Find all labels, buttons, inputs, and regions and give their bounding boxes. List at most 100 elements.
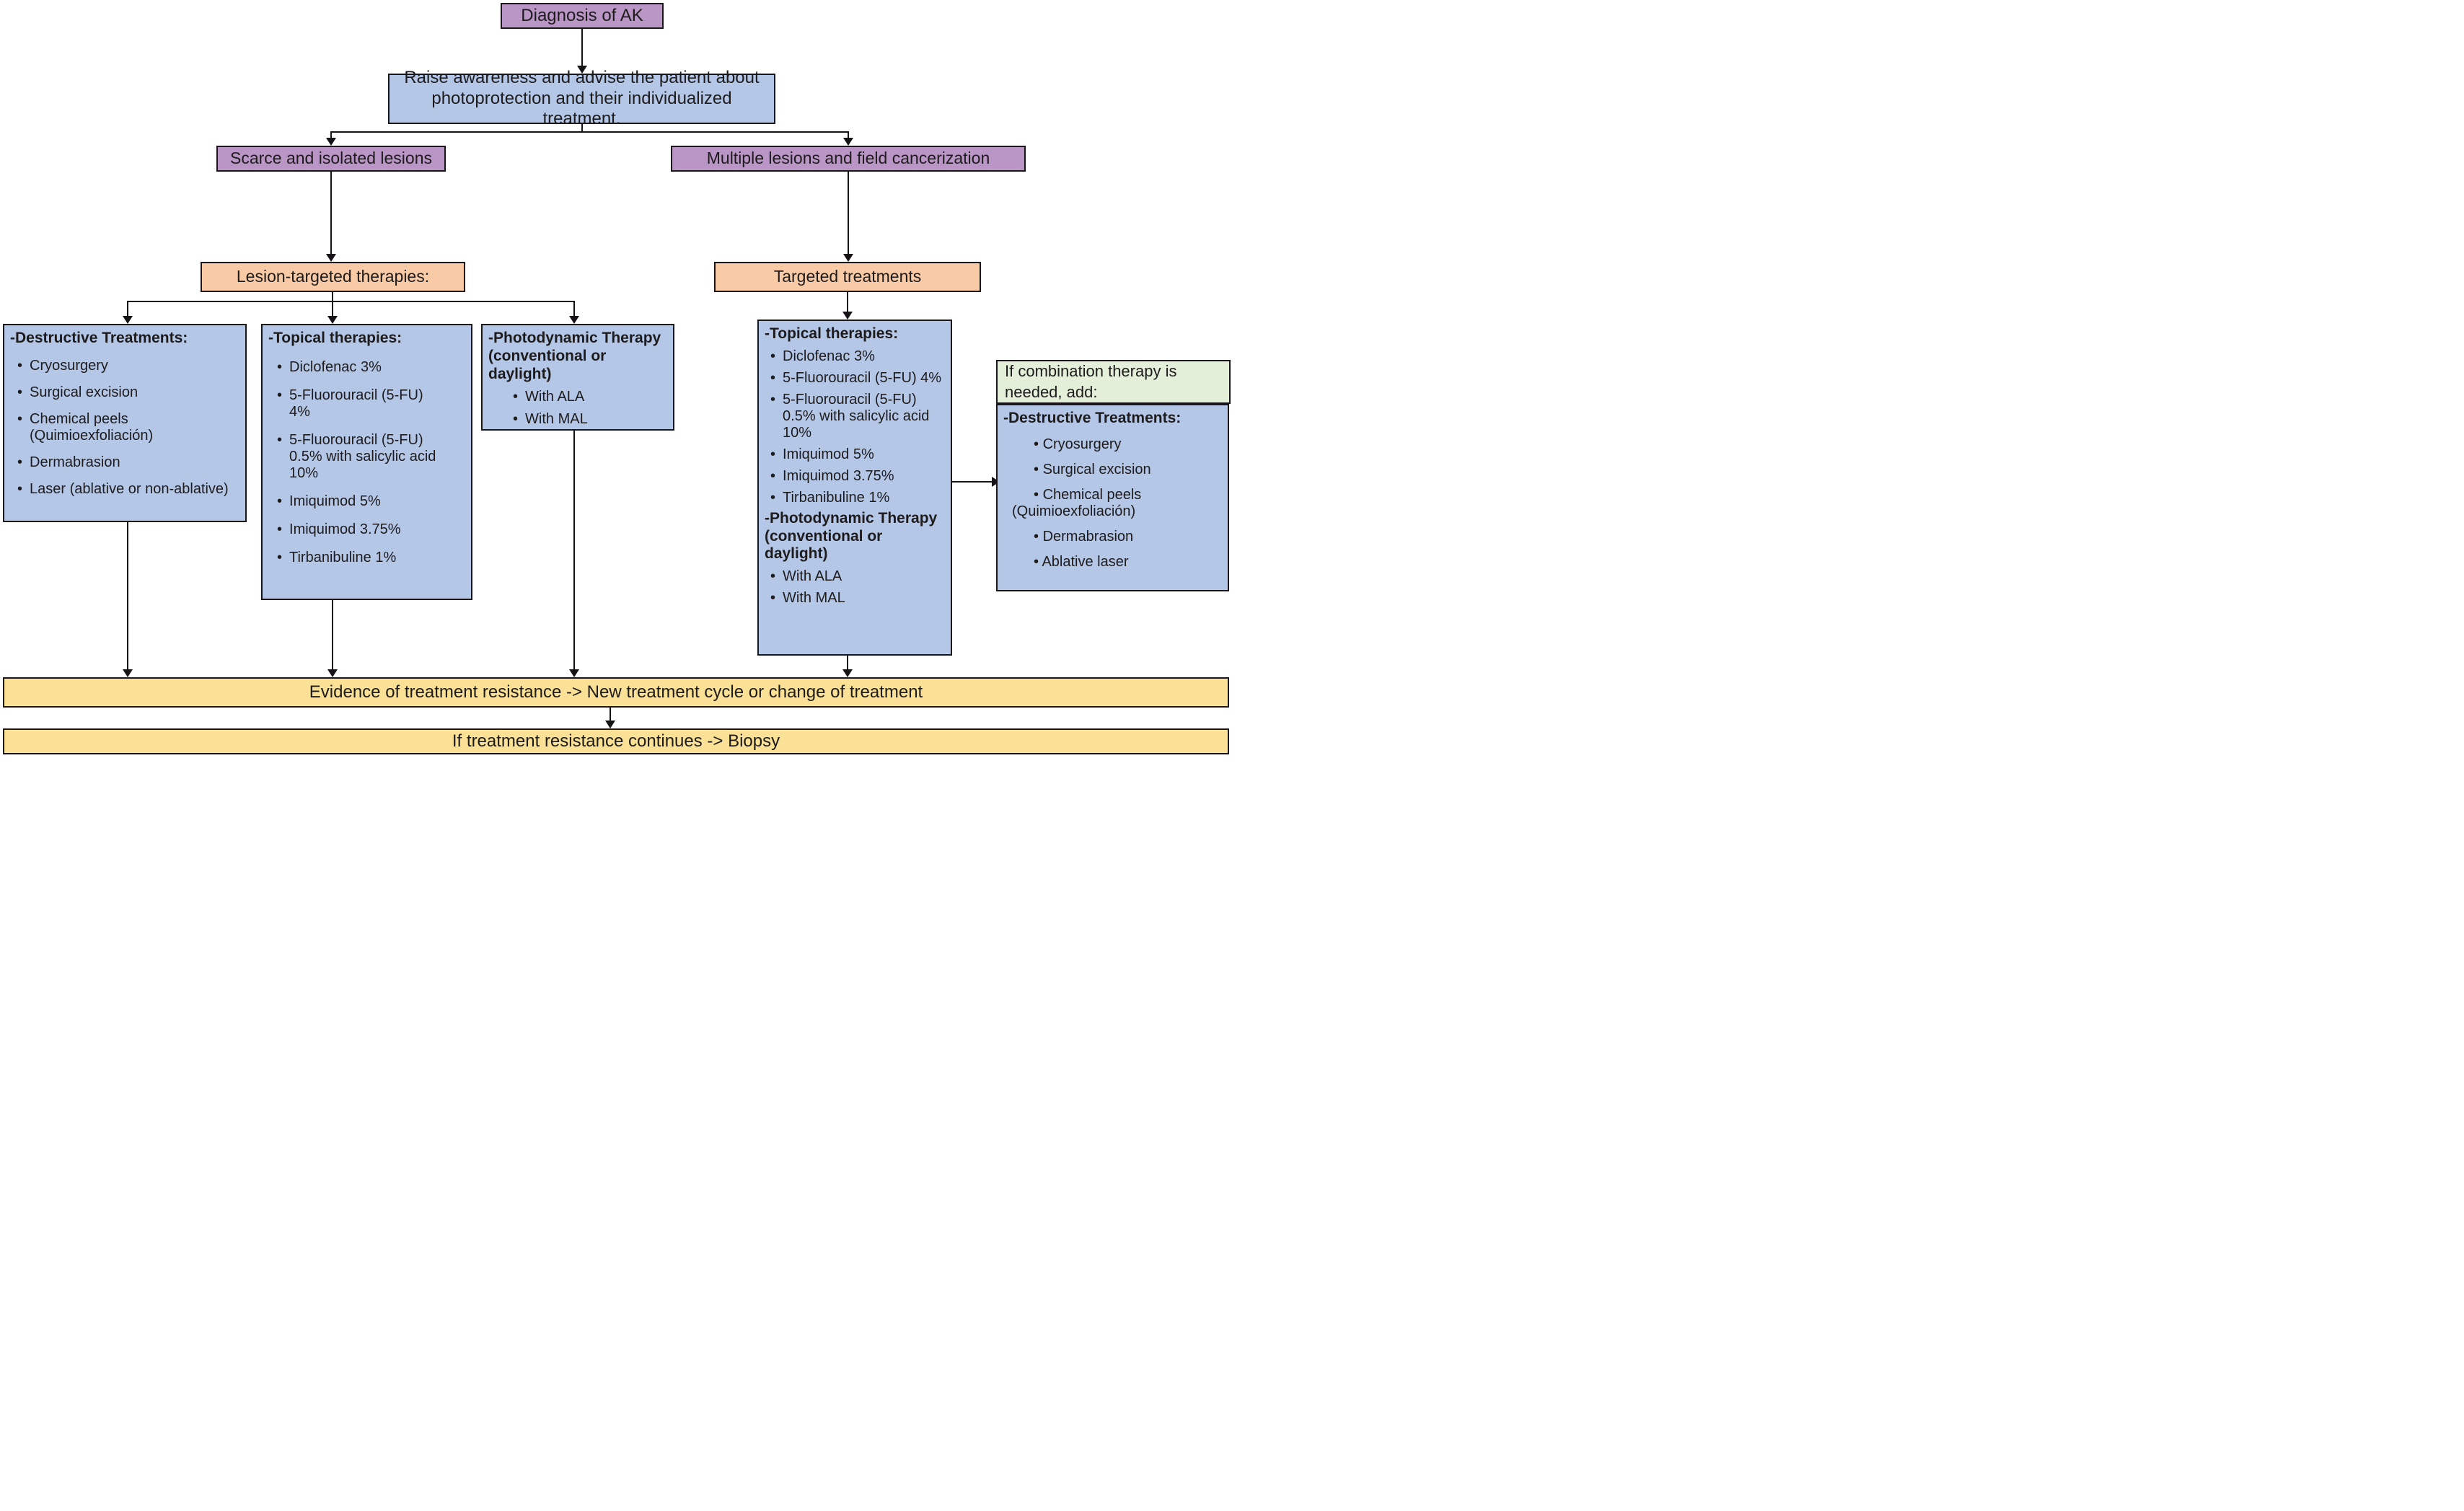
topical-therapies-left-box: -Topical therapies: • Diclofenac 3% • 5-Fl…: [261, 324, 472, 600]
connector-targeted-topicalright: [847, 292, 848, 312]
connector-to-photodynamic-left: [573, 301, 575, 316]
list-item-label: Chemical peels (Quimioexfoliación): [1012, 486, 1142, 519]
bullet-dot: •: [17, 357, 23, 374]
destructive-treatments-right-box: -Destructive Treatments: • Cryosurgery •…: [996, 404, 1229, 591]
arrowhead-down-resistance-4: [842, 669, 853, 677]
list-item: • Dermabrasion: [1034, 528, 1134, 545]
bullet-dot: •: [513, 389, 519, 405]
list-item: • With MAL: [770, 590, 945, 607]
list-item: • 5-Fluorouracil (5-FU) 4%: [277, 387, 465, 420]
arrowhead-down-targeted: [843, 254, 853, 262]
list-item: • With ALA: [770, 568, 945, 585]
photodynamic-therapy-left-box: -Photodynamic Therapy (conventional or d…: [481, 324, 674, 431]
list-item-label: Cryosurgery: [1042, 436, 1122, 452]
bullet-dot: •: [770, 467, 776, 484]
list-item: •Imiquimod 5%: [770, 446, 945, 463]
bullet-dot: •: [277, 493, 283, 509]
resistance-bar: Evidence of treatment resistance -> New …: [3, 677, 1229, 708]
combination-note-box: If combination therapy is needed, add:: [996, 360, 1231, 404]
list-item: • Dermabrasion: [17, 454, 239, 471]
box-header: -Topical therapies:: [765, 325, 899, 342]
list-item-label: Diclofenac 3%: [289, 358, 382, 375]
list-item: • Imiquimod 3.75%: [277, 521, 465, 538]
connector-photodynamic-resistance: [573, 431, 575, 669]
arrowhead-right-combination: [992, 477, 1000, 487]
bullet-dot: •: [770, 590, 776, 607]
destructive-treatments-left-box: -Destructive Treatments: • Cryosurgery • S…: [3, 324, 247, 522]
list-item: • Laser (ablative or non-ablative): [17, 481, 239, 498]
list-item: • Diclofenac 3%: [770, 348, 945, 365]
list-item-label: Tirbanibuline 1%: [783, 489, 890, 506]
list-item-label: 5-Fluorouracil (5-FU) 0.5% with salicyli…: [289, 431, 436, 481]
list-item: • Imiquimod 5%: [277, 493, 465, 510]
list-item-label: Cryosurgery: [30, 357, 108, 374]
list-item-label: Imiquimod 5%: [289, 493, 381, 509]
box-header: -Destructive Treatments:: [10, 330, 188, 346]
connector-topicalright-resistance: [847, 656, 848, 669]
connector-to-topical-left: [332, 301, 333, 316]
connector-branch-left: [330, 131, 332, 138]
connector-topicalright-combination: [952, 481, 993, 483]
list-item: • Chemical peels (Quimioexfoliación): [1012, 486, 1142, 519]
bullet-dot: •: [17, 480, 23, 497]
arrowhead-down-resistance-2: [327, 669, 338, 677]
list-item: • Cryosurgery: [17, 358, 239, 374]
list-item-label: With MAL: [783, 590, 845, 607]
list-item: •Tirbanibuline 1%: [277, 550, 465, 566]
list-item-label: Imiquimod 3.75%: [289, 521, 401, 537]
list-item-label: 5-Fluorouracil (5-FU) 4%: [289, 387, 423, 420]
bullet-dot: •: [770, 568, 776, 585]
connector-branch-split: [330, 131, 849, 133]
box-header: -Photodynamic Therapy (conventional or d…: [488, 330, 661, 382]
arrowhead-down-photodynamic-left: [569, 316, 579, 324]
list-item: • Surgical excision: [1034, 461, 1151, 477]
list-item-label: With MAL: [525, 411, 588, 428]
lesion-targeted-box: Lesion-targeted therapies:: [201, 262, 465, 292]
bullet-dot: •: [770, 446, 776, 462]
bullet-dot: •: [513, 411, 519, 428]
arrowhead-down-multiple: [843, 138, 853, 146]
list-item-label: Dermabrasion: [1042, 528, 1134, 545]
arrowhead-down-biopsy: [605, 721, 615, 728]
box-header: -Topical therapies:: [268, 330, 402, 346]
list-item: • 5-Fluorouracil (5-FU) 0.5% with salicyl…: [770, 392, 945, 441]
bullet-dot: •: [277, 387, 283, 403]
connector-therapies-split: [127, 301, 575, 302]
connector-branch-right: [848, 131, 849, 138]
list-item-label: Ablative laser: [1042, 553, 1129, 570]
bullet-dot: •: [17, 454, 23, 470]
bullet-dot: •: [277, 431, 283, 448]
flowchart-diagnosis-of-ak: Diagnosis of AK Raise awareness and advi…: [0, 0, 1232, 756]
biopsy-bar: If treatment resistance continues -> Bio…: [3, 728, 1229, 754]
topical-therapies-right-box: -Topical therapies: • Diclofenac 3% • 5-Fl…: [757, 320, 952, 656]
arrowhead-down-awareness: [577, 66, 587, 74]
list-item-label: Laser (ablative or non-ablative): [30, 480, 229, 497]
list-item-label: Dermabrasion: [30, 454, 120, 470]
list-item: • Diclofenac 3%: [277, 359, 465, 376]
connector-to-destructive-left: [127, 301, 128, 316]
list-item: • Surgical excision: [17, 384, 239, 401]
bullet-dot: •: [770, 391, 776, 408]
connector-diagnosis-awareness: [581, 29, 583, 66]
list-item: • Ablative laser: [1034, 553, 1129, 570]
list-item: •Imiquimod 3.75%: [770, 468, 945, 485]
arrowhead-down-resistance-1: [123, 669, 133, 677]
arrowhead-down-destructive-left: [123, 316, 133, 324]
connector-multiple-targeted: [848, 172, 849, 254]
connector-destructiveleft-resistance: [127, 522, 128, 669]
list-item-label: Diclofenac 3%: [783, 348, 875, 364]
arrowhead-down-scarce: [326, 138, 336, 146]
bullet-dot: •: [770, 369, 776, 386]
bullet-dot: •: [770, 348, 776, 364]
list-item-label: Surgical excision: [30, 384, 138, 400]
list-item: • With MAL: [513, 411, 667, 428]
bullet-dot: •: [277, 521, 283, 537]
bullet-dot: •: [17, 384, 23, 400]
diagnosis-box: Diagnosis of AK: [501, 3, 664, 29]
arrowhead-down-topical-left: [327, 316, 338, 324]
bullet-dot: •: [17, 410, 23, 427]
box-subheader: -Photodynamic Therapy (conventional or d…: [765, 509, 938, 563]
list-item-label: 5-Fluorouracil (5-FU) 0.5% with salicyli…: [783, 391, 930, 441]
list-item-label: With ALA: [783, 568, 842, 585]
bullet-dot: •: [277, 358, 283, 375]
